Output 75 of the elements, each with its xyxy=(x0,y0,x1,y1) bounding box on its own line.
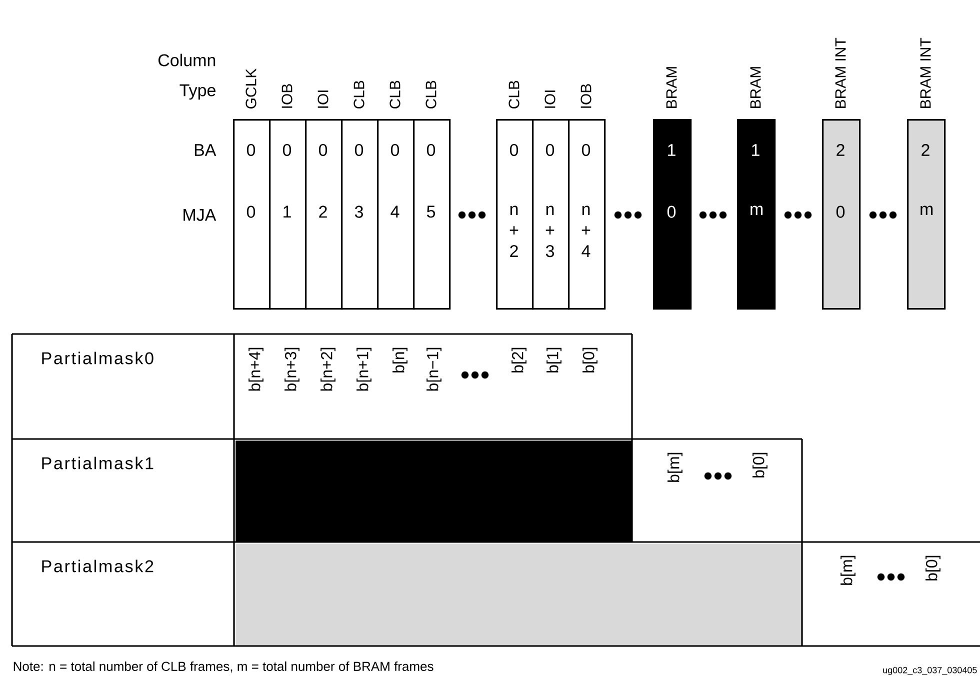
column-type-label: CLB xyxy=(354,80,364,108)
bit-label: b[0] xyxy=(582,348,598,372)
column-type-label: CLB xyxy=(508,80,520,108)
note: Note: n = total number of CLB frames, m = total number of BRAM frames xyxy=(14,661,434,673)
node-label: 1 xyxy=(752,144,760,156)
column-type-label: BRAM INT xyxy=(835,38,846,108)
node-label: 0 xyxy=(390,144,400,156)
column-box: 0 0 xyxy=(233,119,271,310)
node-label: 0 xyxy=(546,144,554,156)
column-box: 0 n + 2 xyxy=(496,119,534,310)
node-label: 0 xyxy=(667,206,676,218)
column-box: 0 3 xyxy=(341,119,379,310)
column-type-label: IOI xyxy=(318,90,328,108)
column-box: 1 0 xyxy=(653,119,692,310)
node-label: n + 2 xyxy=(510,206,518,257)
node-label: 4 xyxy=(390,206,400,218)
row-header-cell: Partialmask2 xyxy=(42,560,154,572)
row-label: BA xyxy=(194,144,216,156)
bit-label: b[0] xyxy=(752,452,768,478)
node-label: 5 xyxy=(426,206,436,218)
column-box: 0 n + 3 xyxy=(532,119,570,310)
node-label: 0 xyxy=(246,206,256,218)
bit-label: b[n+2] xyxy=(320,348,336,391)
node-label: 1 xyxy=(668,144,676,156)
column-box: 2 0 xyxy=(822,119,861,310)
node-label: 0 xyxy=(426,144,436,156)
column-type-label: BRAM INT xyxy=(920,38,931,108)
row-header-cell: Partialmask0 xyxy=(42,352,154,364)
node-label: 0 xyxy=(246,144,256,156)
column-type-label: BRAM xyxy=(750,67,761,108)
row-label: MJA xyxy=(184,209,216,221)
column-box: 0 5 xyxy=(413,119,451,310)
node-label: n + 4 xyxy=(582,206,590,257)
node-label: 0 xyxy=(836,206,845,218)
bit-label: b[n+1] xyxy=(356,348,372,391)
column-box: 0 2 xyxy=(305,119,343,310)
node-label: 1 xyxy=(284,206,291,218)
column-box: 1 m xyxy=(737,119,776,310)
column-type-label: IOB xyxy=(282,84,292,108)
node-label: 2 xyxy=(319,206,327,218)
column-type-label: IOB xyxy=(580,84,592,108)
column-type-label: GCLK xyxy=(246,68,256,108)
bit-label: b[m] xyxy=(840,556,856,585)
column-type-label: BRAM xyxy=(666,67,677,108)
bit-label: b[n+3] xyxy=(284,348,300,391)
node-label: 0 xyxy=(582,144,590,156)
node-label: 2 xyxy=(836,144,844,156)
node-label: 0 xyxy=(318,144,328,156)
column-box: 0 n + 4 xyxy=(568,119,606,310)
bit-label: b[1] xyxy=(546,348,562,372)
node-label: m xyxy=(920,206,933,215)
row-label: Column Type xyxy=(158,54,216,100)
row-header-cell: Partialmask1 xyxy=(42,456,154,470)
column-box: 0 1 xyxy=(269,119,307,310)
node-label: 3 xyxy=(354,206,363,218)
bit-label: b[n+4] xyxy=(248,348,264,391)
bit-label: b[0] xyxy=(926,556,940,580)
column-type-label: IOI xyxy=(544,90,556,108)
node-label: 0 xyxy=(354,144,364,156)
column-type-label: CLB xyxy=(426,80,436,108)
node-label: n + 3 xyxy=(546,206,554,258)
node-label: 2 xyxy=(922,144,930,156)
column-box: 0 4 xyxy=(377,119,415,310)
column-type-label: CLB xyxy=(390,80,400,108)
bit-label: b[n−1] xyxy=(426,348,442,391)
figure-id: ug002_c3_037_030405 xyxy=(883,666,977,676)
node-label: 0 xyxy=(282,144,292,156)
column-box: 2 m xyxy=(907,119,946,310)
node-label: m xyxy=(750,206,763,215)
bit-label: b[2] xyxy=(512,348,526,372)
bit-label: b[m] xyxy=(668,452,682,482)
bit-label: b[n] xyxy=(392,348,408,372)
node-label: 0 xyxy=(510,144,518,156)
filled-block xyxy=(236,440,632,542)
filled-block xyxy=(236,544,802,646)
